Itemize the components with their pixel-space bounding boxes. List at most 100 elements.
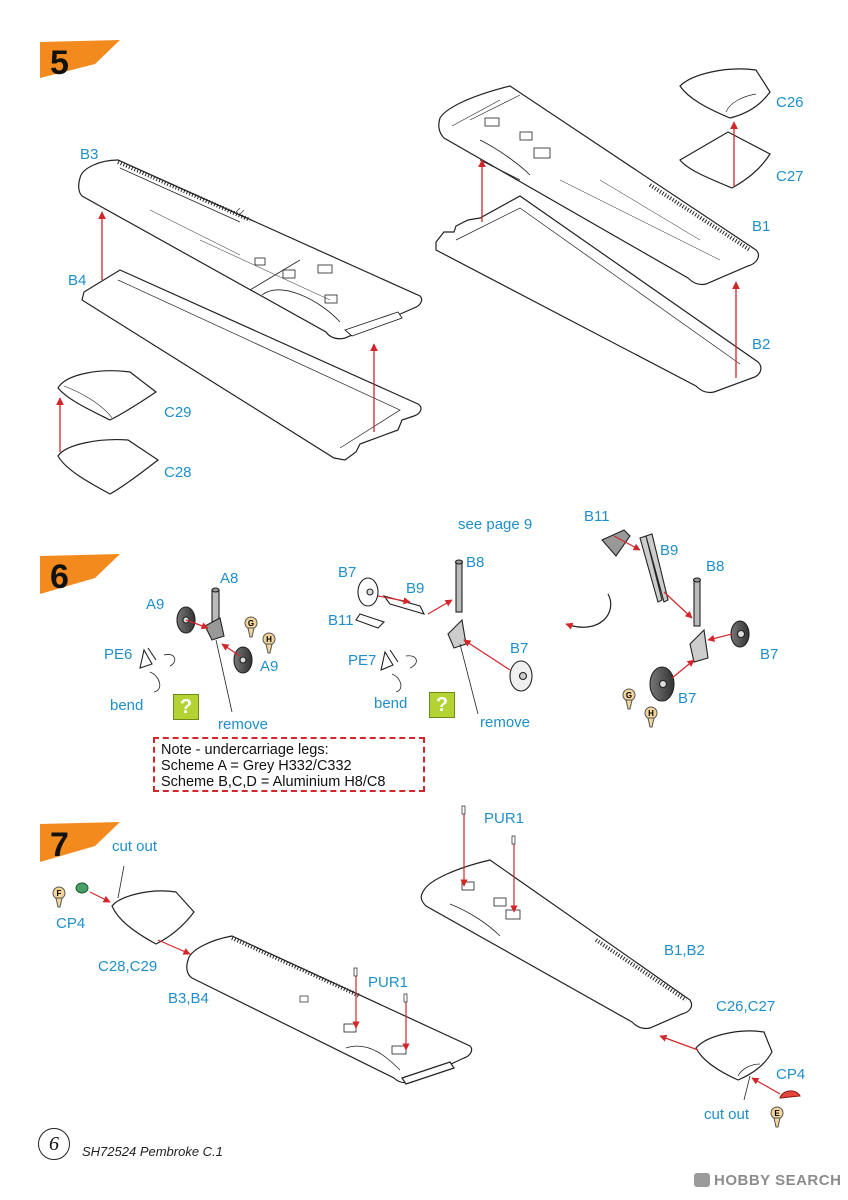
paint-f-text: F [57, 889, 62, 898]
pur1-pin-left-b [403, 993, 408, 1003]
arrow-b9-mid [427, 599, 453, 615]
paint-g-icon-2: G [622, 688, 636, 710]
label-c28c29: C28,C29 [98, 958, 158, 975]
wing-b2 [435, 195, 762, 394]
arrow-b7-right [707, 633, 733, 642]
b3b4-hatch [231, 936, 361, 998]
label-b8-right: B8 [706, 558, 725, 575]
label-b3b4: B3,B4 [168, 990, 209, 1007]
note-line-3: Scheme B,C,D = Aluminium H8/C8 [161, 774, 386, 790]
label-b1b2: B1,B2 [664, 942, 705, 959]
label-b4: B4 [68, 272, 87, 289]
label-see-page: see page 9 [458, 516, 533, 533]
label-a8: A8 [220, 570, 239, 587]
b1-hatch [648, 183, 752, 252]
remove-leader-mid [459, 643, 479, 715]
paint-h-icon-2: H [644, 706, 658, 728]
step-tab-7-shape [40, 822, 120, 862]
page-number: 6 [38, 1128, 70, 1160]
step-7-tab: 7 [40, 824, 130, 864]
paint-e-text: E [774, 1109, 780, 1118]
cut-out-leader-right [743, 1075, 751, 1101]
kit-title: SH72524 Pembroke C.1 [82, 1144, 223, 1159]
paint-h-2-text: H [648, 709, 654, 718]
label-pur1-right: PUR1 [484, 810, 525, 827]
label-bend-mid: bend [374, 695, 408, 712]
question-icon-left: ? [173, 694, 199, 720]
wing-b3 [78, 159, 423, 340]
note-line-1: Note - undercarriage legs: [161, 742, 329, 758]
label-b9-right: B9 [660, 542, 679, 559]
label-remove-left: remove [218, 716, 269, 733]
paint-f-icon: F [52, 886, 66, 908]
step-7-number: 7 [50, 826, 69, 864]
wingtip-c26c27-step7 [695, 1030, 773, 1081]
paint-g-1-text: G [248, 619, 254, 628]
label-remove-mid: remove [480, 714, 531, 731]
b3-hatch [117, 160, 251, 222]
label-b3: B3 [80, 146, 99, 163]
arrow-c26c27-b1b2 [659, 1034, 699, 1051]
label-cp4-right: CP4 [776, 1066, 806, 1083]
step-5-number: 5 [50, 44, 69, 82]
wing-b4 [81, 269, 422, 461]
arrow-c28c29-b3b4 [157, 939, 191, 955]
question-icon-mid: ? [429, 692, 455, 718]
cp4-right-part [779, 1090, 801, 1099]
watermark-logo-icon [694, 1173, 710, 1187]
right-gear-assembly [601, 529, 750, 702]
remove-leader-left [215, 639, 233, 713]
label-b1: B1 [752, 218, 771, 235]
label-cut-out-left: cut out [112, 838, 158, 855]
arrow-a9-left [185, 619, 209, 630]
label-a9-left: A9 [146, 596, 165, 613]
arrow-cp4-right [751, 1077, 781, 1095]
cp4-left-part [75, 882, 89, 894]
label-b7-right: B7 [760, 646, 779, 663]
label-cp4-left: CP4 [56, 915, 86, 932]
arrow-b9-right [663, 591, 693, 619]
arrow-cp4-left [89, 891, 111, 903]
label-b11-right: B11 [584, 508, 610, 525]
label-c28: C28 [164, 464, 192, 481]
label-c29: C29 [164, 404, 192, 421]
arrow-b7-right-low [671, 659, 695, 679]
b1b2-hatch [594, 938, 688, 1002]
wingtip-c29 [57, 370, 158, 421]
step-6-tab: 6 [40, 556, 130, 596]
label-b7-mid-right: B7 [510, 640, 529, 657]
paint-g-icon-1: G [244, 616, 258, 638]
label-c27: C27 [776, 168, 804, 185]
label-a9-right: A9 [260, 658, 279, 675]
label-c26c27: C26,C27 [716, 998, 776, 1015]
pur1-pin-left-a [353, 967, 358, 977]
rotate-arrow [565, 593, 612, 630]
watermark-text: HOBBY SEARCH [714, 1172, 842, 1189]
label-c26: C26 [776, 94, 804, 111]
cut-out-leader-left [117, 865, 125, 899]
arrow-a9-right [221, 643, 241, 657]
pur1-pin-right-a [461, 805, 466, 815]
wingtip-c28c29-step7 [111, 890, 195, 945]
wingtip-c28 [57, 439, 160, 495]
step-6-number: 6 [50, 558, 69, 596]
label-pe6: PE6 [104, 646, 133, 663]
step-5-tab: 5 [40, 42, 130, 82]
wing-b1 [438, 85, 760, 286]
wing-b1b2-step7 [420, 859, 693, 1030]
label-b8-mid: B8 [466, 554, 485, 571]
note-line-2: Scheme A = Grey H332/C332 [161, 758, 352, 774]
paint-h-icon-1: H [262, 632, 276, 654]
step-tab-5-shape [40, 40, 120, 78]
paint-e-icon: E [770, 1106, 784, 1128]
undercarriage-note: Note - undercarriage legs: Scheme A = Gr… [153, 737, 425, 792]
label-pe7: PE7 [348, 652, 377, 669]
label-cut-out-right: cut out [704, 1106, 750, 1123]
wingtip-c27 [679, 131, 771, 189]
label-b2: B2 [752, 336, 771, 353]
label-b11-mid: B11 [328, 612, 354, 629]
wing-b3b4-step7 [186, 935, 473, 1085]
arrow-b11-right [613, 535, 641, 551]
paint-h-1-text: H [266, 635, 272, 644]
